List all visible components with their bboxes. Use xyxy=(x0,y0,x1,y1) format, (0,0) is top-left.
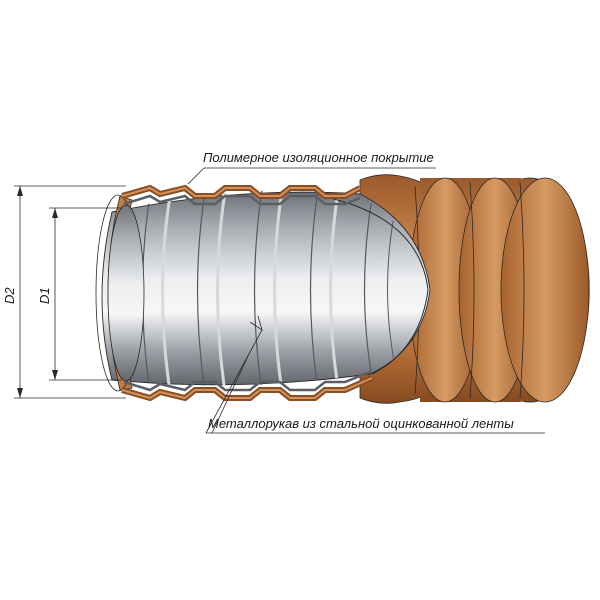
callout-lines xyxy=(187,167,545,434)
section-profile xyxy=(121,184,374,402)
inner-diameter-label: D1 xyxy=(37,287,52,304)
coating-label: Полимерное изоляционное покрытие xyxy=(203,150,434,165)
metal-core xyxy=(101,190,431,386)
dimension-lines xyxy=(14,185,126,399)
end-face xyxy=(95,194,145,392)
outer-diameter-label: D2 xyxy=(2,287,17,304)
metal-hose-label: Металлорукав из стальной оцинкованной ле… xyxy=(208,416,514,431)
